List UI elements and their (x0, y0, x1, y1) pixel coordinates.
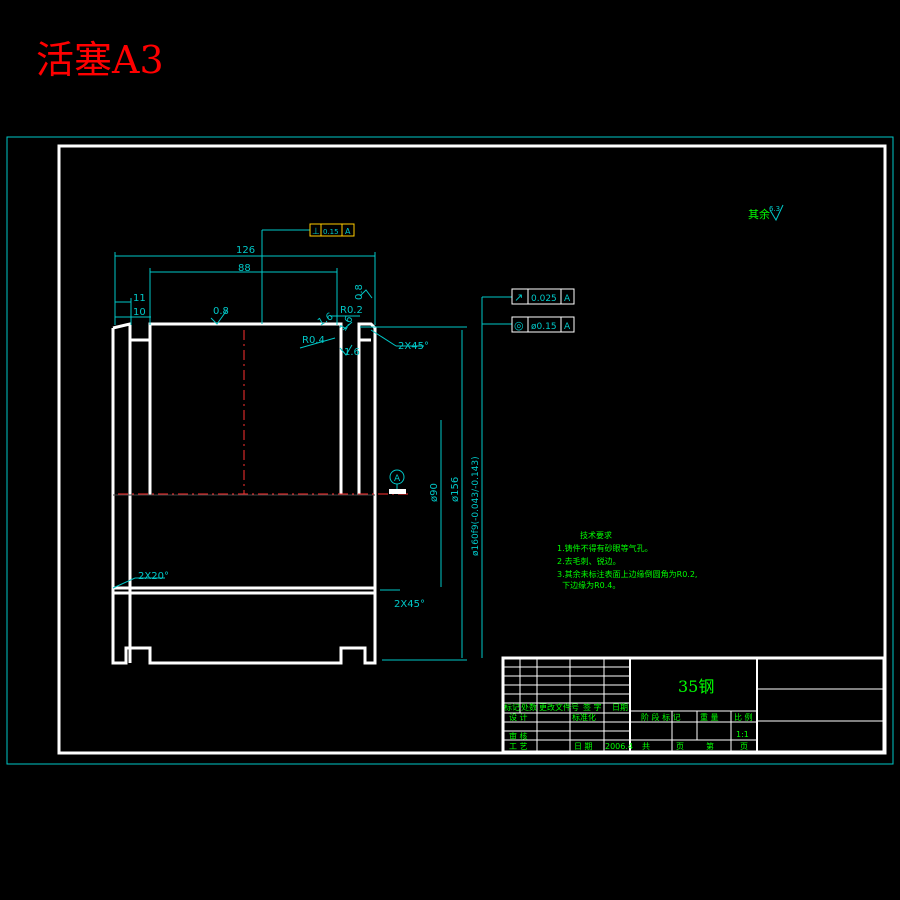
tb-scale-label: 比 例 (734, 712, 753, 722)
dim-outer: ø156 (450, 477, 461, 502)
centerlines (118, 330, 408, 495)
tb-weight: 重 量 (700, 712, 719, 722)
technical-notes: 技术要求 1.铸件不得有砂眼等气孔。 2.去毛刺、锐边。 3.其余未标注表面上边… (557, 530, 697, 590)
note-3: 3.其余未标注表面上边缘倒圆角为R0.2, (557, 569, 697, 579)
tb-label-count: 处数 (521, 702, 537, 712)
conc-value: ø0.15 (531, 322, 557, 332)
chamfer-top: 2X45° (398, 341, 429, 352)
radius-02: R0.2 (340, 305, 363, 316)
tb-label-date: 日期 (612, 703, 628, 712)
radius-04: R0.4 (302, 335, 325, 346)
tb-standard: 标准化 (572, 712, 596, 722)
tb-nth: 第 (706, 741, 714, 751)
piston-outline (111, 322, 377, 665)
tb-design: 设 计 (509, 712, 528, 722)
dim-11: 11 (133, 293, 146, 304)
roughness-right: 0.8 (354, 284, 365, 300)
tb-total: 共 (642, 742, 650, 751)
chamfer-bottom: 2X45° (394, 599, 425, 610)
dim-bore: ø90 (429, 483, 440, 502)
dim-126: 126 (236, 245, 255, 256)
roughness-top: 0.8 (213, 306, 229, 317)
perp-symbol: ⊥ (312, 227, 320, 237)
tb-label-doc: 更改文件号 (539, 702, 579, 712)
tb-scale: 1:1 (736, 730, 749, 739)
tb-page2: 页 (740, 742, 748, 751)
note-1: 1.铸件不得有砂眼等气孔。 (557, 543, 653, 553)
tb-date-label: 日 期 (574, 742, 593, 751)
dim-88: 88 (238, 263, 251, 274)
title-block (501, 656, 886, 754)
tb-date: 2006.4 (605, 742, 633, 751)
general-roughness-label: 其余 (748, 207, 770, 221)
outer-border (6, 136, 894, 765)
conc-symbol: ◎ (514, 319, 524, 332)
datum-a-label: A (394, 474, 401, 484)
runout-datum: A (564, 294, 571, 304)
tb-page1: 页 (676, 742, 684, 751)
datum-a-mark (389, 489, 406, 494)
title-block-text: 35钢 标记 处数 更改文件号 签 字 日期 设 计 标准化 阶 段 标 记 重… (504, 677, 753, 751)
runout-value: 0.025 (531, 294, 557, 304)
roughness-groove-3: 1.6 (338, 314, 355, 333)
tolerance-concentricity: ◎ ø0.15 A (511, 316, 575, 333)
material: 35钢 (678, 677, 714, 696)
tb-label-sign: 签 字 (583, 702, 602, 712)
runout-symbol: ↗ (514, 291, 523, 304)
conc-datum: A (564, 322, 571, 332)
tb-label-mark: 标记 (504, 702, 520, 712)
chamfer-left: 2X20° (138, 571, 169, 582)
page-title: 活塞A3 (36, 38, 164, 82)
note-2: 2.去毛刺、锐边。 (557, 556, 621, 566)
roughness-groove: 1.6 (344, 347, 360, 358)
note-4: 下边缘为R0.4。 (557, 580, 620, 590)
dim-10: 10 (133, 307, 146, 318)
roughness-groove-2: 1.6 (316, 311, 335, 328)
general-roughness-value: 6.3 (769, 205, 780, 213)
perp-value: 0.15 (323, 228, 339, 236)
notes-heading: 技术要求 (580, 530, 612, 540)
tb-process: 工 艺 (509, 742, 528, 751)
tb-stage: 阶 段 标 记 (641, 712, 681, 722)
tolerance-runout: ↗ 0.025 A (511, 288, 575, 305)
tolerance-perpendicularity: ⊥ 0.15 A (309, 223, 355, 237)
perp-datum: A (345, 227, 351, 236)
tb-review: 审 核 (509, 731, 528, 741)
inner-frame (57, 144, 887, 755)
dimension-lines (112, 204, 784, 661)
dim-fit: ø160f9(-0.043/-0.143) (471, 456, 481, 556)
